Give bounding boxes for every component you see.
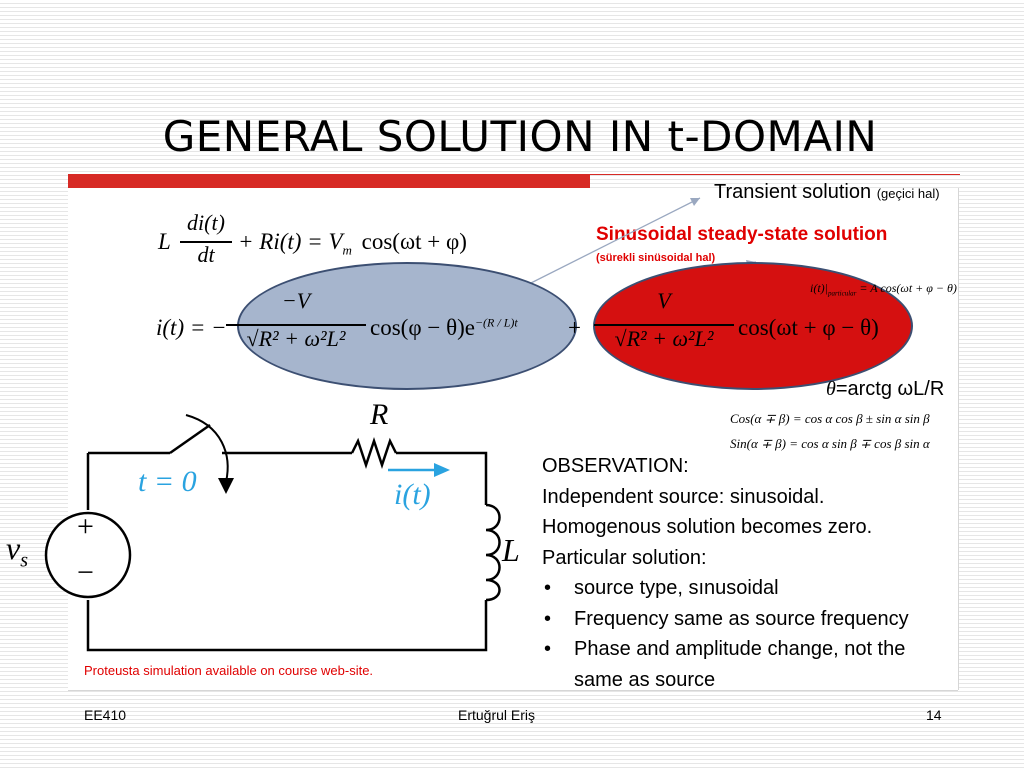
ode-cos: cos(ωt + φ)	[361, 229, 467, 254]
circuit-panel	[68, 404, 528, 690]
transient-arrow-line	[524, 197, 701, 287]
solution-denominator-2-text: R² + ω²L²	[626, 325, 714, 351]
transient-arrow-head	[690, 198, 700, 206]
transient-label: Transient solution (geçici hal)	[714, 181, 940, 204]
source-label: vs	[6, 530, 28, 572]
observation-block: OBSERVATION: Independent source: sinusoi…	[542, 451, 1012, 695]
solution-fraction-1: −V √R² + ω²L²	[226, 288, 366, 352]
steady-state-sub-label: (sürekli sinüsoidal hal)	[596, 252, 716, 264]
ode-rhs-sub: m	[342, 242, 352, 258]
particular-rhs: = A cos(ωt + φ − θ)	[859, 281, 957, 295]
wire-bottom	[86, 600, 488, 652]
observation-bullet: Frequency same as source frequency	[542, 604, 1012, 635]
observation-line: Independent source: sinusoidal.	[542, 485, 825, 508]
solution-transient-term: cos(φ − θ)e−(R / L)t	[370, 315, 518, 341]
observation-heading: OBSERVATION:	[542, 455, 689, 477]
switch-arrow-head	[218, 478, 234, 494]
inductor-label: L	[502, 532, 520, 568]
transient-sub-text: (geçici hal)	[876, 186, 940, 201]
steady-state-label: Sinusoidal steady-state solution	[596, 224, 888, 245]
ode-rhs-text: + Ri(t) = V	[238, 229, 343, 254]
footer-author: Ertuğrul Eriş	[458, 707, 536, 723]
solution-denominator-1-text: R² + ω²L²	[258, 325, 346, 351]
trig-identity-sin: Sin(α ∓ β) = cos α sin β ∓ cos β sin α	[730, 436, 930, 451]
theta-text: =arctg ωL/R	[835, 378, 945, 400]
ode-fraction: di(t) dt	[180, 210, 232, 268]
solution-numerator-1: −V	[281, 288, 311, 313]
ode-L: L	[158, 229, 171, 254]
solution-exponent: −(R / L)t	[474, 315, 518, 330]
observation-bullet: Phase and amplitude change, not the	[542, 634, 1012, 665]
source-minus: −	[77, 556, 94, 589]
resistor-label: R	[370, 398, 389, 431]
theta-definition: θ=arctg ωL/R	[826, 378, 944, 401]
solution-fraction-2: V √R² + ω²L²	[594, 288, 734, 352]
solution-denominator-2: √R² + ω²L²	[594, 325, 734, 352]
ode-numerator: di(t)	[187, 210, 225, 235]
footer-course: EE410	[84, 707, 127, 723]
current-arrow-head	[434, 463, 450, 477]
slide-title: GENERAL SOLUTION IN t-DOMAIN	[162, 112, 878, 161]
solution-cos-1: cos(φ − θ)e	[370, 315, 475, 340]
content-bottom-rule	[68, 690, 958, 691]
solution-numerator-2: V	[657, 288, 671, 313]
switch-time-label: t = 0	[138, 465, 197, 498]
steady-state-ellipse	[593, 262, 913, 390]
source-plus: +	[77, 510, 94, 543]
switch-arrow	[185, 414, 229, 483]
inductor	[485, 503, 501, 602]
solution-denominator-1: √R² + ω²L²	[226, 325, 366, 352]
current-label: i(t)	[394, 478, 431, 511]
title-underline-rule	[590, 174, 960, 175]
observation-bullet: source type, sınusoidal	[542, 573, 1012, 604]
ode-rhs: + Ri(t) = Vm cos(ωt + φ)	[238, 229, 467, 259]
particular-equation: i(t)|particular = A cos(ωt + φ − θ)	[810, 281, 957, 298]
solution-plus: +	[568, 315, 581, 340]
ode-denominator: dt	[197, 242, 215, 267]
observation-bullet-continuation: same as source	[574, 668, 716, 691]
particular-lhs: i(t)	[810, 281, 825, 295]
simulation-note: Proteusta simulation available on course…	[84, 663, 374, 678]
sqrt-symbol-1: √	[246, 326, 259, 351]
transient-text: Transient solution	[714, 181, 872, 203]
source-label-v: v	[6, 530, 21, 566]
observation-line: Homogenous solution becomes zero.	[542, 516, 873, 538]
observation-line: Particular solution:	[542, 546, 707, 569]
solution-cos-2: cos(ωt + φ − θ)	[738, 315, 879, 340]
theta-symbol: θ	[826, 378, 836, 400]
footer-page-number: 14	[926, 707, 942, 723]
voltage-source-circle	[44, 511, 132, 599]
resistor	[350, 437, 398, 469]
sqrt-symbol-2: √	[614, 326, 627, 351]
trig-identity-cos: Cos(α ∓ β) = cos α cos β ± sin α sin β	[730, 411, 930, 426]
switch-blade	[169, 423, 211, 455]
title-underline-bar	[68, 174, 590, 188]
source-label-sub: s	[20, 549, 28, 572]
particular-sub: particular	[827, 289, 857, 298]
wire-top-right	[396, 451, 488, 505]
solution-lhs: i(t) = −	[156, 315, 227, 340]
transient-ellipse	[237, 262, 577, 390]
